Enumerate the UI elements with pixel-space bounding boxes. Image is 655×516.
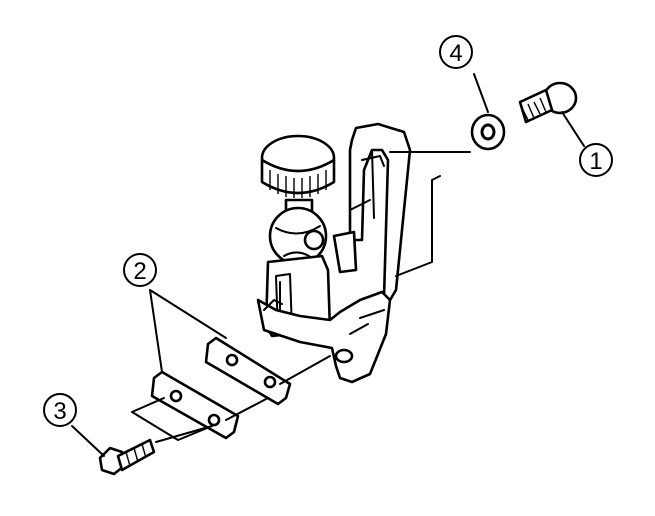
presser-foot-assembly xyxy=(256,122,412,384)
callout-2: 2 xyxy=(123,253,157,287)
callout-1-label: 1 xyxy=(589,148,602,175)
foot-base xyxy=(256,290,392,384)
plate-alignment-lines xyxy=(131,355,331,441)
callout-3: 3 xyxy=(43,393,77,427)
spacer-plate-upper xyxy=(204,336,292,406)
callout-1: 1 xyxy=(579,143,613,177)
callout-4-label: 4 xyxy=(449,40,462,67)
callout-2-label: 2 xyxy=(133,258,146,285)
callout-4: 4 xyxy=(439,35,473,69)
screw-3-axis xyxy=(155,425,213,443)
washer-leader xyxy=(473,73,489,113)
callout-3-label: 3 xyxy=(53,398,66,425)
callout-3-circle xyxy=(43,393,77,427)
adjustment-knob xyxy=(260,134,336,198)
spacer-leader xyxy=(149,289,227,373)
callout-4-circle xyxy=(439,35,473,69)
callout-2-circle xyxy=(123,253,157,287)
callout-1-circle xyxy=(579,143,613,177)
screw-part-3 xyxy=(98,438,156,476)
side-block xyxy=(332,230,358,274)
arm-leader xyxy=(389,151,471,277)
spacer-plate-lower xyxy=(150,370,240,440)
bracket-arm xyxy=(348,122,412,302)
screw-3-leader xyxy=(71,425,105,457)
washer-part xyxy=(470,113,506,151)
screw-part-1 xyxy=(518,81,578,124)
screw-1-leader xyxy=(561,111,585,147)
